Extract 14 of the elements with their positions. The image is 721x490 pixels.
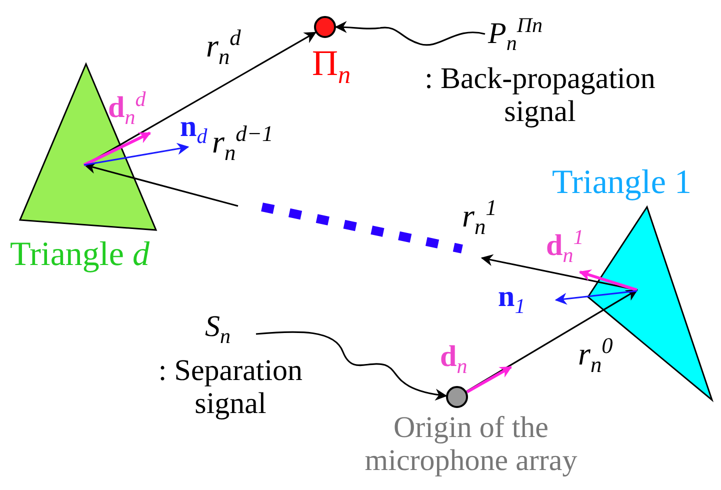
wavy-arrow [256,331,448,400]
triangle-label: Triangle 1 [552,164,692,202]
ray-arrow [466,289,638,392]
vector-label: n$_{1}$ [498,280,526,318]
vector-label: d$_{n}$ [440,340,468,378]
point-label: Origin of the microphone array [364,411,578,477]
annotation-text: : Back-propagation signal [424,62,656,128]
ray-arrow [84,162,238,207]
annotation-text: : Separation signal [157,354,304,420]
point-label: Π$_{n}$ [312,44,351,90]
wavy-arrow [334,21,486,46]
annotation-text: S$_{n}$ [205,310,230,348]
vector-label: n$_{d}$ [180,110,208,148]
triangle-label: Triangle d [10,236,150,274]
